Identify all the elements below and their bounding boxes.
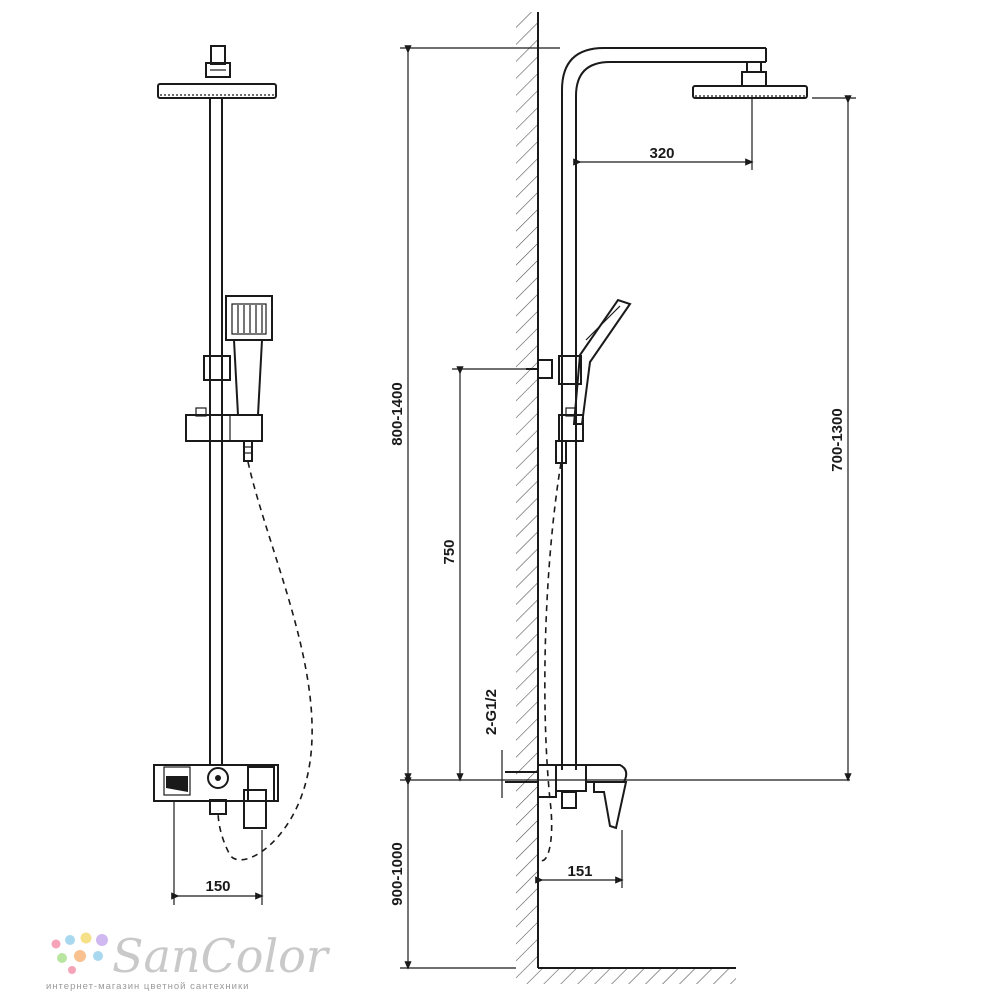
front-top-connector bbox=[210, 45, 226, 65]
logo-brand: SanColor bbox=[112, 929, 331, 983]
brand-logo: SanColor интернет-магазин цветной сантех… bbox=[46, 929, 331, 992]
dim-label-800-1400: 800-1400 bbox=[389, 382, 406, 445]
dim-label-700-1300: 700-1300 bbox=[829, 408, 846, 471]
front-view: 150 bbox=[153, 45, 313, 905]
front-diverter-knob bbox=[207, 767, 229, 789]
logo-dots-icon bbox=[51, 932, 108, 974]
dim-label-750: 750 bbox=[441, 539, 458, 564]
side-wall-bracket bbox=[537, 359, 553, 379]
front-mixer-lever bbox=[243, 789, 267, 829]
front-rain-head bbox=[157, 83, 277, 99]
dim-label-320: 320 bbox=[649, 145, 674, 162]
side-view: 320 800-1400 750 2 bbox=[389, 12, 856, 984]
front-upper-holder bbox=[203, 355, 231, 381]
front-hand-shower-head bbox=[225, 295, 273, 341]
front-hose bbox=[217, 461, 313, 861]
side-hand-shower bbox=[572, 298, 632, 425]
wall-hatch bbox=[516, 12, 538, 968]
dim-label-900-1000: 900-1000 bbox=[389, 842, 406, 905]
side-slide-bar bbox=[558, 414, 584, 442]
logo-tagline: интернет-магазин цветной сантехники bbox=[46, 981, 249, 992]
dim-label-2-g1-2: 2-G1/2 bbox=[483, 689, 500, 735]
side-riser-pipe bbox=[561, 47, 766, 770]
front-hand-shower-handle bbox=[232, 339, 264, 416]
dim-label-151: 151 bbox=[567, 863, 592, 880]
side-rain-head bbox=[692, 85, 808, 99]
side-mixer-mount bbox=[537, 764, 557, 798]
floor-hatch bbox=[516, 968, 736, 984]
front-slide-bar bbox=[185, 414, 263, 442]
side-mixer-body bbox=[555, 764, 587, 792]
side-mixer-lever bbox=[593, 781, 628, 830]
side-hose bbox=[539, 462, 562, 862]
dim-label-150: 150 bbox=[205, 878, 230, 895]
